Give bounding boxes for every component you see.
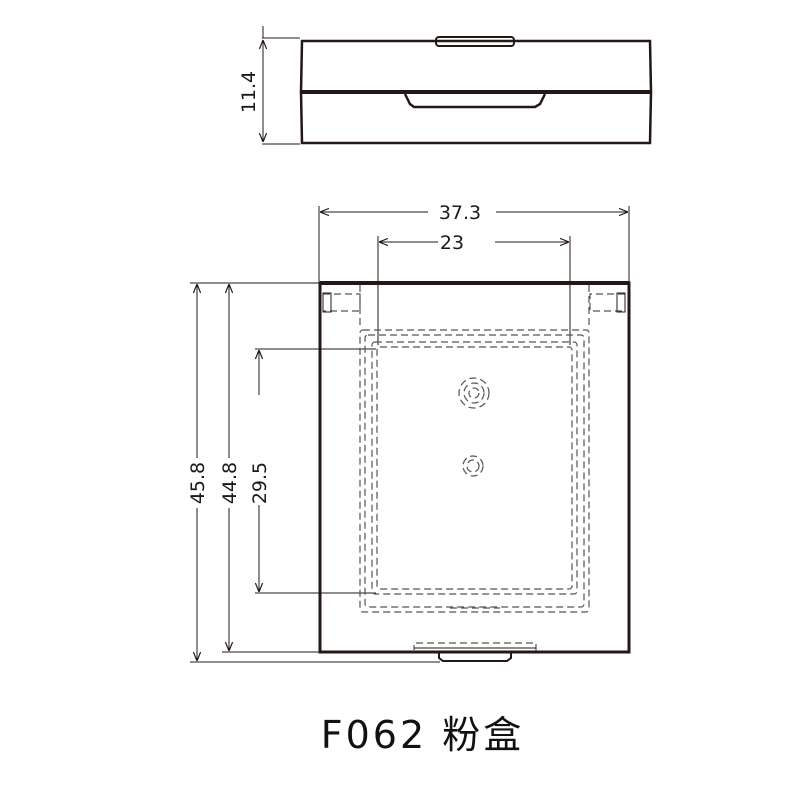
- pan-outer-outline: [359, 329, 590, 613]
- overall-length-dim-label: 45.8: [187, 462, 209, 504]
- front-latch: [403, 93, 547, 109]
- mirror-center-mark: [458, 377, 490, 409]
- body-length-dim-label: 44.8: [219, 462, 241, 504]
- side-view: 11.4: [238, 26, 653, 145]
- bottom-latch: [438, 652, 512, 662]
- inner-length-dim-label: 29.5: [249, 462, 271, 504]
- top-clasp: [435, 36, 515, 47]
- inner-width-dim-label: 23: [440, 232, 464, 254]
- left-hinge: [323, 293, 361, 312]
- height-dim-label: 11.4: [238, 71, 260, 113]
- button-mark: [462, 455, 484, 477]
- top-view-outline: [318, 281, 631, 654]
- top-view: 37.3 23 45.8 44.8 29.5: [187, 202, 631, 663]
- drawing-title: F062 粉盒: [320, 713, 525, 757]
- pan-inner-outline: [371, 341, 578, 595]
- side-view-outline: [299, 39, 653, 145]
- right-hinge: [589, 293, 625, 312]
- overall-width-dim-label: 37.3: [439, 202, 481, 224]
